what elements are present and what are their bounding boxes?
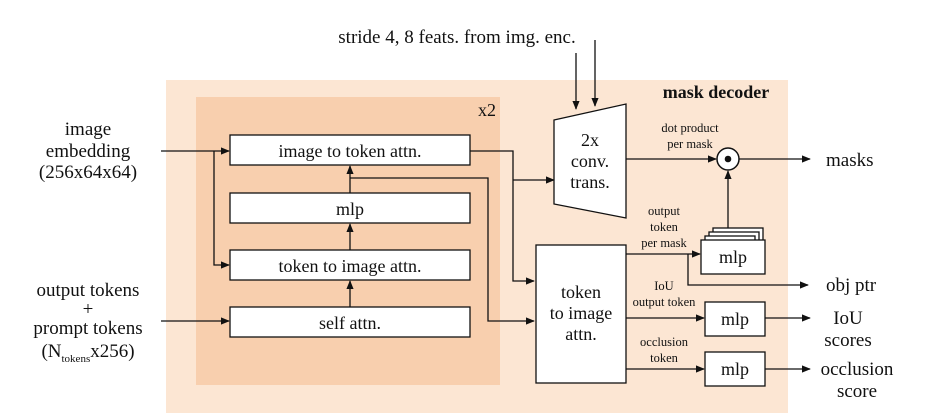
mask-mlp-label: mlp [719,247,747,267]
final-token-to-image-attn-block [535,244,627,384]
svg-text:token: token [561,282,601,302]
token-to-image-attn-label: token to image attn. [279,256,422,276]
occlusion-score-output-label: occlusion score [821,359,894,402]
stride-features-label: stride 4, 8 feats. from img. enc. [338,27,575,48]
svg-text:score: score [837,381,877,402]
masks-output-label: masks [826,150,874,171]
svg-text:output token: output token [633,295,697,309]
embedding-to-final-attn-arrow [470,150,535,285]
output-token-label: output token per mask [641,204,687,250]
svg-text:output: output [648,204,680,218]
self-attn-block [229,306,471,338]
svg-text:(256x64x64): (256x64x64) [39,162,137,183]
svg-text:conv.: conv. [571,151,609,171]
self-attn-label: self attn. [319,313,381,333]
embedding-to-token-attn-arrow [213,151,230,269]
svg-text:prompt tokens: prompt tokens [33,318,142,339]
conv-transpose-block [553,103,627,219]
tokens-to-final-attn-arrow [350,177,535,325]
svg-text:per mask: per mask [667,137,713,151]
svg-text:2x: 2x [581,130,599,150]
occlusion-mlp-block [704,351,766,387]
repeat-count-label: x2 [478,100,496,120]
svg-text:trans.: trans. [570,172,610,192]
svg-text:attn.: attn. [565,324,597,344]
svg-text:image: image [65,119,111,140]
final-token-to-image-attn-label: token to image attn. [550,282,612,344]
conv-transpose-label: 2x conv. trans. [570,130,610,192]
iou-mlp-block [704,301,766,337]
mlp-label: mlp [336,199,364,219]
svg-text:occlusion: occlusion [821,359,894,380]
obj-ptr-output-label: obj ptr [826,275,877,296]
output-tokens-label: output tokens + prompt tokens (Ntokensx2… [33,280,142,365]
svg-text:embedding: embedding [46,141,131,162]
svg-text:dot product: dot product [661,121,719,135]
iou-mlp-label: mlp [721,309,749,329]
dot-product-label: dot product per mask [661,121,719,151]
circled-dot-icon [716,147,740,171]
mlp-block [229,192,471,224]
svg-text:IoU: IoU [654,279,673,293]
svg-text:+: + [83,299,94,320]
svg-text:token: token [650,220,679,234]
svg-text:occlusion: occlusion [640,335,689,349]
svg-text:IoU: IoU [833,308,863,329]
image-to-token-attn-label: image to token attn. [279,141,422,161]
svg-text:token: token [650,351,679,365]
svg-text:per mask: per mask [641,236,687,250]
iou-scores-output-label: IoU scores [824,308,871,351]
tokens-shape-label: (Ntokensx256) [41,341,134,365]
image-to-token-attn-block [229,134,471,166]
image-embedding-label: image embedding (256x64x64) [39,119,137,183]
mask-decoder-title: mask decoder [663,82,770,102]
svg-text:to image: to image [550,303,612,323]
obj-ptr-arrow [687,254,809,289]
occlusion-token-label: occlusion token [640,335,689,365]
token-to-image-attn-block [229,249,471,281]
mask-mlp-stack: mlp [700,227,766,275]
occlusion-mlp-label: mlp [721,359,749,379]
svg-text:scores: scores [824,330,871,351]
svg-text:output tokens: output tokens [37,280,140,301]
iou-token-label: IoU output token [633,279,697,309]
